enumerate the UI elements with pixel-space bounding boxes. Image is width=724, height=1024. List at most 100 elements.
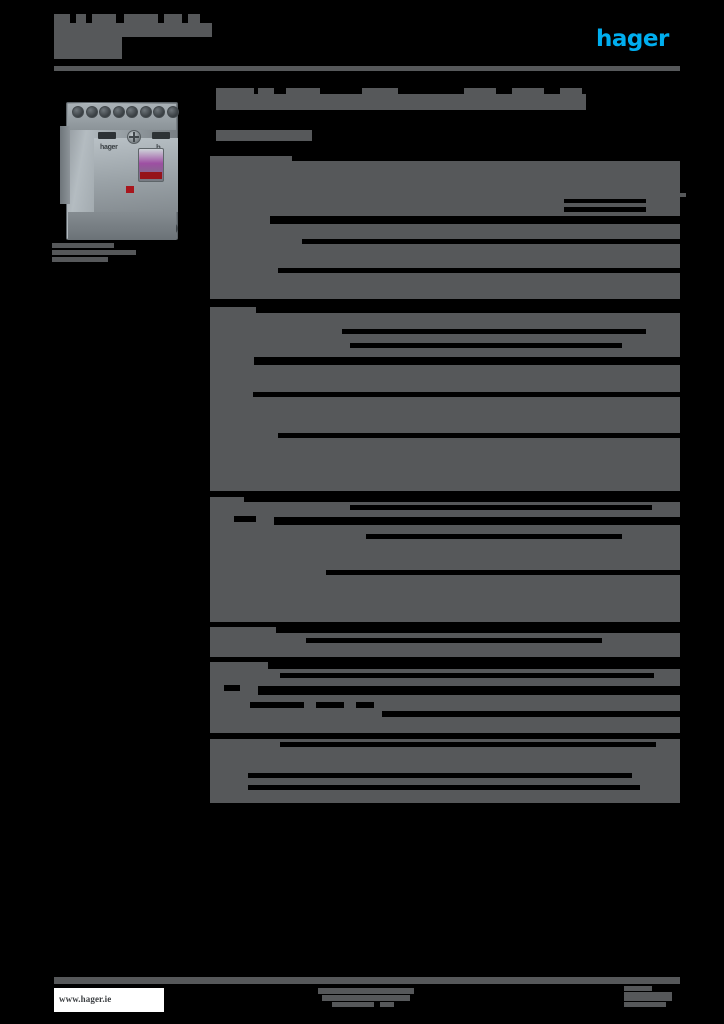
footer-url-box[interactable]: www.hager.ie [54,988,164,1012]
spec-row-marker [210,514,216,530]
specification-table [210,150,686,803]
spec-row-content-redacted [216,227,680,237]
spec-row-content-redacted [210,481,680,491]
product-caption-block [52,250,136,255]
spec-row[interactable] [210,580,680,622]
page-title-block [560,88,582,94]
spec-row-value-gap [366,534,622,539]
spec-row[interactable] [210,502,680,514]
spec-section [210,299,686,491]
spec-row[interactable] [210,197,680,205]
spec-row[interactable] [210,277,680,299]
spec-row[interactable] [210,633,680,649]
spec-row-content-redacted [210,156,292,161]
footer-right-block [624,992,672,1001]
spec-row-marker [210,633,216,649]
header-title-redacted [54,14,680,66]
spec-row[interactable] [210,161,680,193]
spec-row[interactable] [210,325,680,339]
spec-row-content-redacted [216,193,686,197]
spec-row[interactable] [210,227,680,237]
page-subtitle-redacted [216,130,312,141]
spec-row[interactable] [210,723,680,733]
spec-row-content-redacted [210,307,256,313]
spec-section-gap [210,299,680,307]
spec-row[interactable] [210,265,686,277]
spec-row[interactable] [210,669,680,683]
spec-row-value-gap [253,392,686,397]
header-title-block [92,14,116,23]
spec-section [210,733,680,803]
spec-row-marker [210,265,216,277]
spec-row-value-gap [248,773,632,778]
spec-row-marker [210,566,216,580]
spec-row[interactable] [210,683,686,699]
footer-page-number-redacted [624,986,680,1008]
spec-row-value-gap [278,433,686,438]
spec-row[interactable] [210,429,686,443]
spec-row-value-gap [350,343,622,348]
terminal-screw-icon [99,106,111,118]
spec-row[interactable] [210,193,686,197]
spec-row[interactable] [210,530,680,544]
spec-row[interactable] [210,699,686,723]
page-title-redacted [216,88,592,114]
spec-row[interactable] [210,469,680,481]
spec-row-value-gap [302,239,686,244]
spec-row-value-gap [270,216,686,224]
terminal-screw-icon [166,106,179,118]
spec-row[interactable] [210,627,680,633]
spec-row-marker [210,769,216,781]
spec-row[interactable] [210,247,680,265]
spec-row[interactable] [210,566,686,580]
spec-row-content-redacted [216,197,680,205]
spec-row[interactable] [210,497,680,502]
spec-row[interactable] [210,401,680,429]
spec-row-marker [210,389,216,401]
spec-row[interactable] [210,313,680,325]
spec-row-content-redacted [210,580,680,622]
spec-row[interactable] [210,649,680,657]
spec-row[interactable] [210,662,680,669]
spec-row[interactable] [210,795,680,803]
product-caption-block [52,257,108,262]
spec-row[interactable] [210,514,686,530]
footer-url-link[interactable]: www.hager.ie [59,994,112,1004]
spec-row[interactable] [210,443,680,469]
spec-row[interactable] [210,781,680,795]
header-title-block [76,14,86,23]
spec-section [210,150,686,299]
page-title-block [216,88,254,94]
spec-row[interactable] [210,353,686,369]
spec-row[interactable] [210,156,680,161]
breaker-trip-indicator [126,186,134,193]
spec-row[interactable] [210,739,680,751]
spec-row[interactable] [210,339,680,353]
spec-row-content-redacted [210,401,680,429]
spec-row-value-gap [326,570,686,575]
header-title-block [54,14,70,23]
spec-row-marker [210,781,216,795]
spec-row[interactable] [210,205,680,213]
spec-row-marker [210,325,216,339]
spec-row-value-gap [342,329,646,334]
breaker-brand-mark: hager [100,144,118,151]
spec-row-content-redacted [216,313,680,325]
terminal-screw-icon [153,106,165,118]
spec-row-marker [210,193,216,197]
spec-row[interactable] [210,213,686,227]
spec-row[interactable] [210,769,680,781]
breaker-vent-slot [152,132,170,139]
spec-row[interactable] [210,544,680,566]
spec-row-marker [210,353,216,369]
spec-row-marker [210,502,216,514]
spec-row[interactable] [210,751,680,769]
spec-row-content-redacted [210,443,680,469]
spec-row[interactable] [210,237,686,247]
spec-row[interactable] [210,481,680,491]
spec-section-gap [210,657,680,662]
spec-row[interactable] [210,307,680,313]
spec-row[interactable] [210,389,686,401]
spec-row[interactable] [210,369,680,389]
